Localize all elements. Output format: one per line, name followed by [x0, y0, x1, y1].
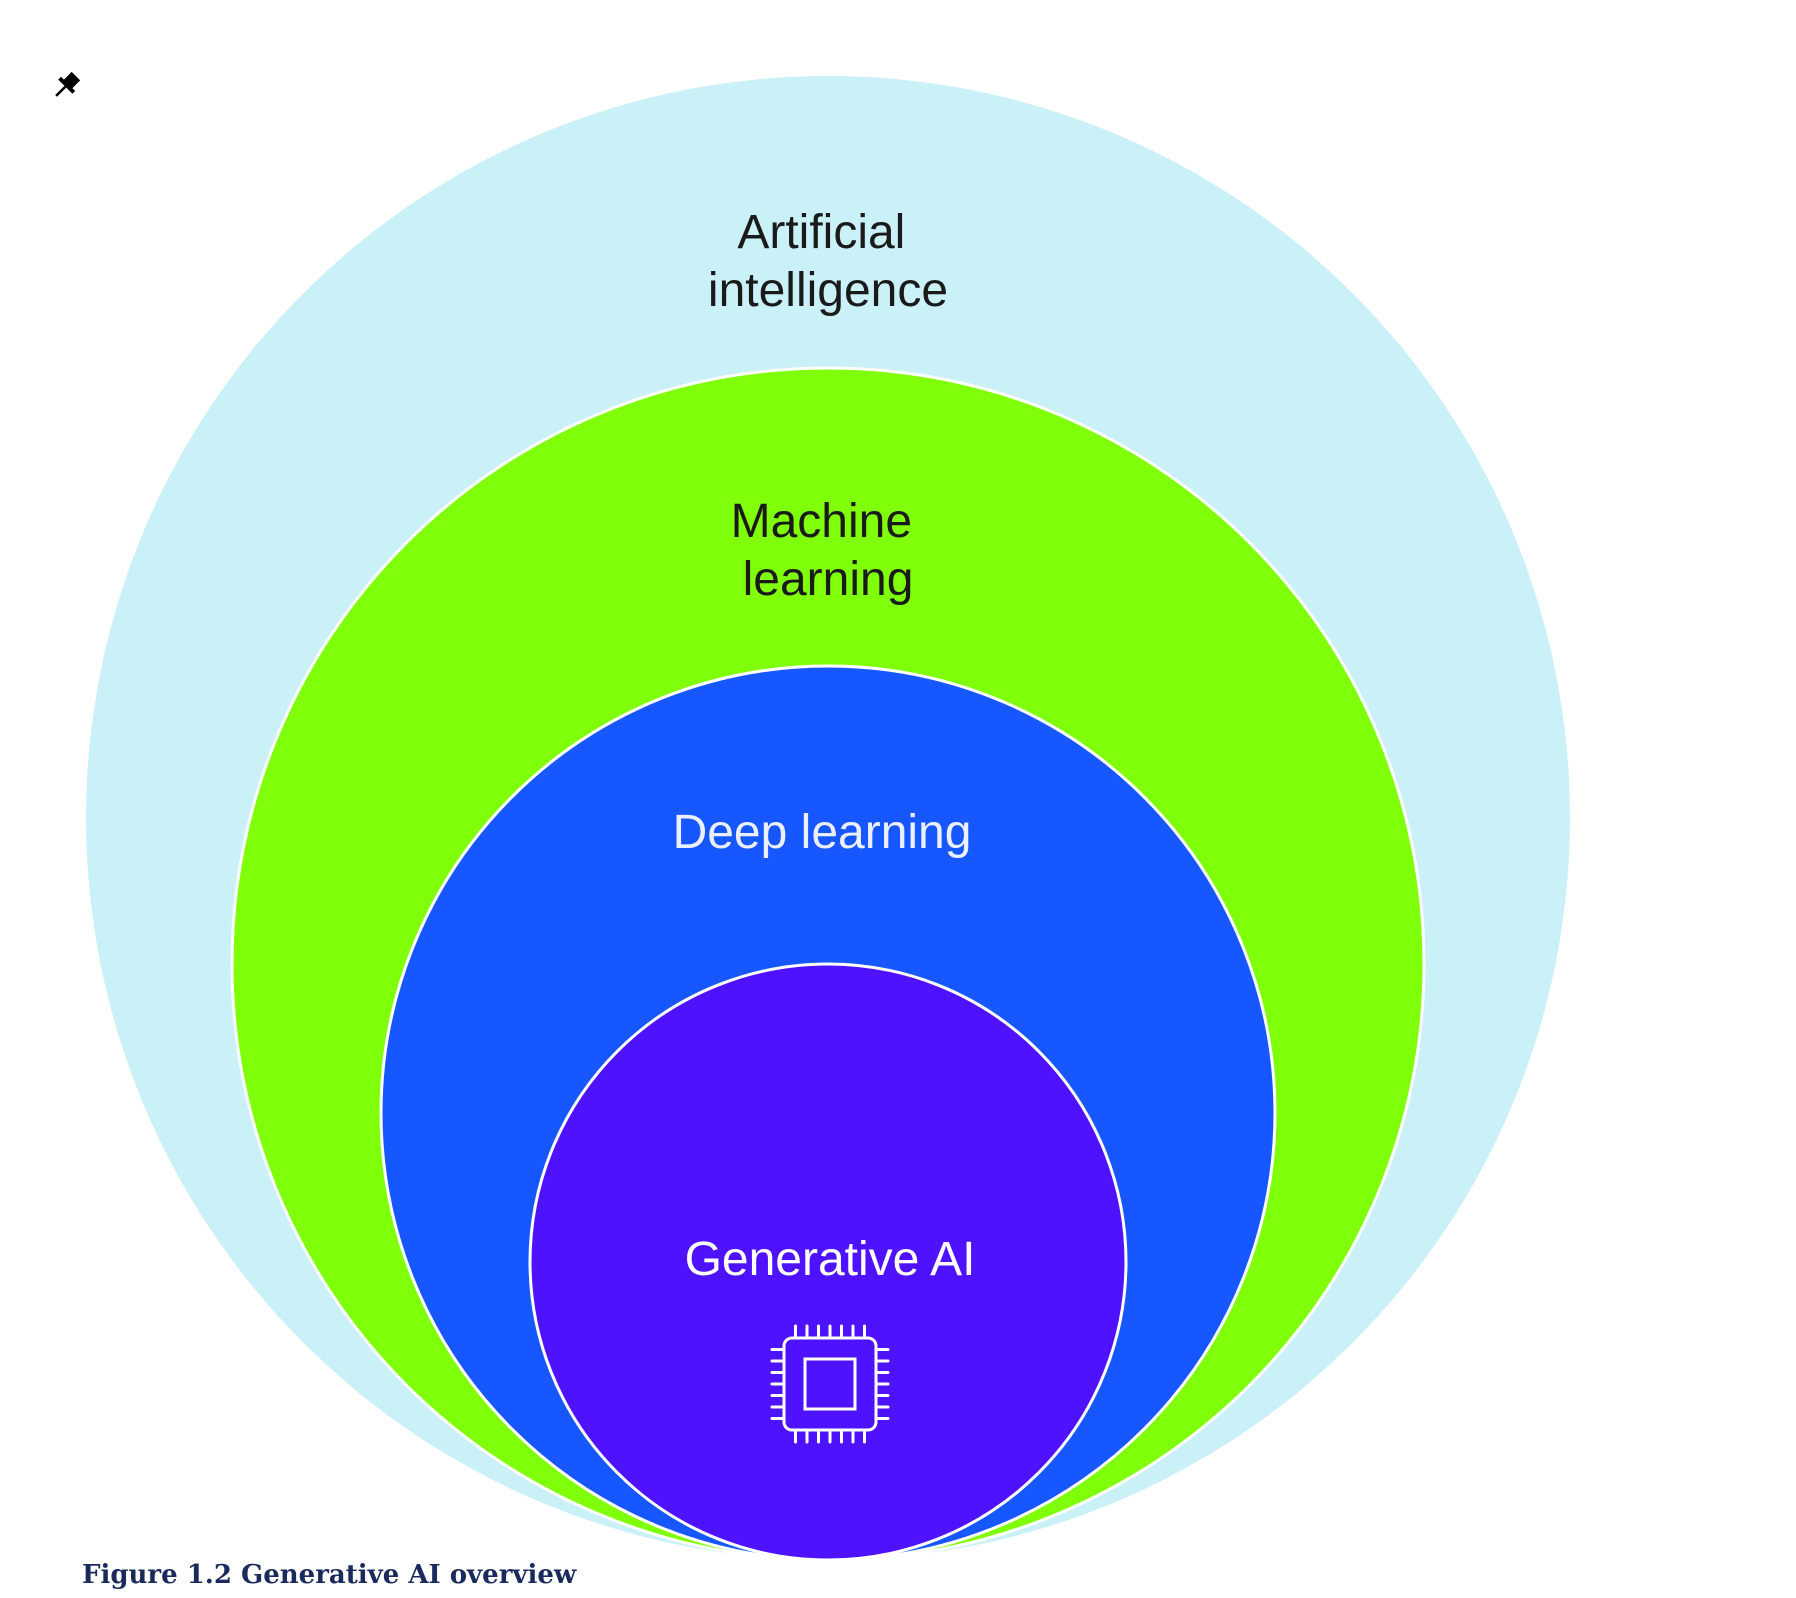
ring-label-artificial-intelligence: Artificial intelligence: [708, 206, 948, 317]
ring-label-line: Deep learning: [673, 806, 972, 859]
ring-label-line: intelligence: [708, 264, 948, 317]
ring-label-line: learning: [743, 553, 914, 606]
ring-label-generative-ai: Generative AI: [685, 1233, 976, 1286]
ring-generative-ai: [528, 962, 1128, 1562]
figure-caption: Figure 1.2 Generative AI overview: [82, 1560, 577, 1590]
cpu-chip-icon: [770, 1324, 890, 1444]
ring-label-line: Generative AI: [685, 1233, 976, 1286]
ring-label-machine-learning: Machine learning: [731, 495, 926, 606]
pushpin-icon[interactable]: [49, 69, 83, 103]
ring-label-line: Machine: [731, 495, 912, 548]
ring-label-line: Artificial: [737, 206, 905, 259]
ring-label-deep-learning: Deep learning: [673, 806, 972, 859]
